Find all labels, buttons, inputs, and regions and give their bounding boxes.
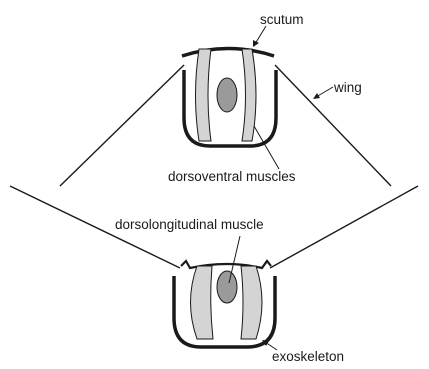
label-exoskeleton: exoskeleton [272,349,344,364]
scutum-lower [181,261,271,268]
dorsoventral-muscle-right-upper [242,49,256,141]
right-wing-lower [270,186,418,268]
downstroke-cross-section [10,186,418,350]
label-dorsolongitudinal-muscle: dorsolongitudinal muscle [115,217,264,232]
scutum-upper [182,49,274,57]
right-wing-upper [275,65,391,186]
dorsoventral-muscle-left-upper [196,49,212,141]
wing-leader-arrowhead [313,93,320,99]
upstroke-cross-section [60,26,391,186]
scutum-leader-arrowhead [253,40,259,47]
dorsolongitudinal-muscle-lower [217,271,237,303]
label-dorsoventral-muscles: dorsoventral muscles [168,169,296,184]
left-wing-upper [60,65,184,186]
dorsoventral-muscle-right-lower [241,266,262,339]
wing-leader [316,87,333,97]
dorsolongitudinal-muscle-upper [217,78,237,112]
scutum-leader [255,26,266,44]
label-wing: wing [333,80,362,95]
dorsoventral-muscle-left-lower [191,266,214,339]
label-scutum: scutum [260,12,304,27]
